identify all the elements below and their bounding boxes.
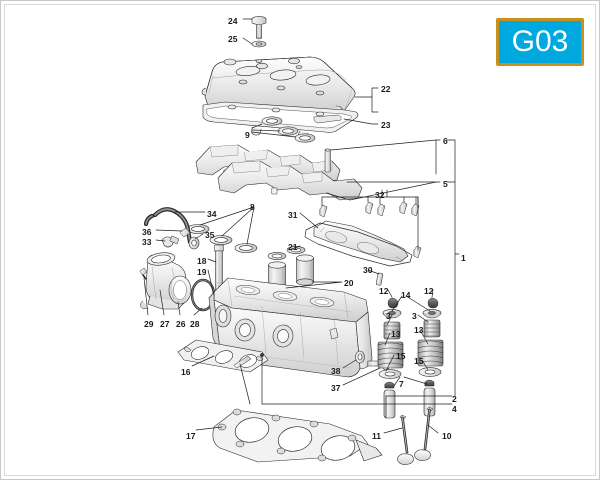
part-35-hose-fitting	[188, 236, 200, 250]
callout-38: 38	[331, 366, 341, 376]
callout-15: 15	[414, 356, 424, 366]
callout-6: 6	[443, 136, 448, 146]
callout-17: 17	[186, 431, 196, 441]
callout-29: 29	[144, 319, 154, 329]
part-13-valve-spring-right	[417, 339, 444, 367]
part-38-plug-washer	[355, 350, 365, 364]
part-33-hose-clip	[161, 235, 180, 248]
callout-27: 27	[160, 319, 170, 329]
callout-37: 37	[331, 383, 341, 393]
callout-13: 13	[414, 325, 424, 335]
part-9-spark-plug-tube-seals	[261, 116, 316, 143]
callout-5: 5	[443, 179, 448, 189]
callout-35: 35	[205, 230, 215, 240]
part-24-cover-bolt	[251, 16, 267, 40]
part-29-elbow-bolt	[139, 267, 148, 280]
callout-12: 12	[379, 286, 389, 296]
part-12-valve-cotter-right	[427, 297, 439, 309]
callout-7: 7	[399, 379, 404, 389]
part-25-cover-bolt-washer	[251, 40, 267, 48]
callout-3: 3	[386, 311, 391, 321]
callout-33: 33	[142, 237, 152, 247]
callout-10: 10	[442, 431, 452, 441]
part-10-exhaust-valve	[414, 406, 434, 461]
callout-34: 34	[207, 209, 217, 219]
page-code-label: G03	[511, 25, 569, 58]
part-26-thermostat-housing-seal	[168, 275, 192, 305]
callout-4: 4	[452, 404, 457, 414]
callout-9: 9	[245, 130, 250, 140]
part-4-valve-seat	[233, 353, 264, 369]
callout-14: 14	[401, 290, 411, 300]
callout-2: 2	[452, 394, 457, 404]
part-34-breather-hose	[143, 207, 193, 245]
callout-20: 20	[344, 278, 354, 288]
callout-19: 19	[197, 267, 207, 277]
valve-train-stack-left	[377, 297, 404, 419]
page-code-badge: G03	[496, 18, 584, 66]
part-13-valve-spring-left	[377, 341, 404, 369]
callout-28: 28	[190, 319, 200, 329]
part-30-dowel-pin	[375, 272, 384, 286]
callout-36: 36	[142, 227, 152, 237]
part-5-camshaft-bearing-cap-rear	[217, 160, 363, 201]
callout-18: 18	[197, 256, 207, 266]
callout-26: 26	[176, 319, 186, 329]
callout-30: 30	[363, 265, 373, 275]
callout-3: 3	[412, 311, 417, 321]
callout-21: 21	[288, 242, 298, 252]
part-dowel-upper	[324, 148, 331, 173]
callout-11: 11	[372, 431, 381, 441]
callout-16: 16	[181, 367, 191, 377]
callout-32: 32	[375, 190, 385, 200]
callout-22: 22	[381, 84, 391, 94]
part-15-valve-spring-seat-right	[418, 367, 442, 377]
callout-13: 13	[391, 329, 401, 339]
callout-25: 25	[228, 34, 238, 44]
callout-15: 15	[396, 351, 406, 361]
part-12-valve-cotter-left	[387, 297, 399, 309]
part-17-cylinder-head-gasket	[212, 408, 383, 463]
callout-12: 12	[424, 286, 434, 296]
callout-31: 31	[288, 210, 298, 220]
part-22-cylinder-head-cover	[201, 56, 356, 115]
part-3-valve-stem-seal-left	[383, 321, 401, 340]
callout-23: 23	[381, 120, 391, 130]
callout-24: 24	[228, 16, 238, 26]
callout-8: 8	[250, 202, 255, 212]
part-31-camshaft-carrier	[304, 220, 413, 267]
part-3-valve-stem-seal-right	[423, 319, 441, 338]
part-32-locating-dowel-set	[319, 201, 422, 259]
part-14-valve-spring-retainer-right	[422, 309, 442, 319]
callout-1: 1	[461, 253, 466, 263]
part-15-valve-spring-seat-left	[378, 369, 402, 379]
part-11-intake-valve	[397, 414, 414, 465]
part-21-spark-plug-tube-oring	[286, 246, 306, 254]
part-8-sealing-rings	[186, 224, 258, 253]
part-36-hose-clamp	[179, 227, 191, 238]
